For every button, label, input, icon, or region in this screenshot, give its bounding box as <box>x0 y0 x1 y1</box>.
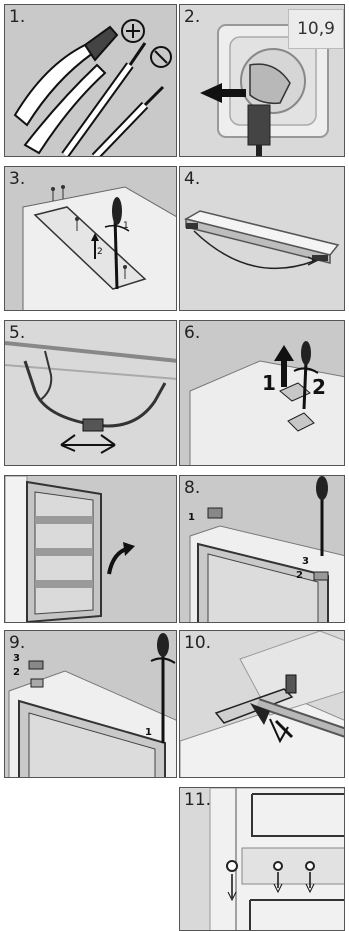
step-5-panel: 5. <box>4 320 177 466</box>
callout-2: 2 <box>296 570 303 581</box>
unplug-illustration <box>200 24 329 156</box>
step-number: 1. <box>9 7 26 27</box>
callout-1: 1 <box>262 371 276 395</box>
top-cover-illustration <box>22 185 176 310</box>
door-top-hinge-illustration <box>189 476 344 622</box>
step-10-panel: 10. <box>179 630 345 778</box>
tools-illustration <box>13 25 165 156</box>
step-number: 6. <box>184 323 201 343</box>
step-1-panel: 1. <box>4 4 177 157</box>
step-6-panel: 6. 1 2 <box>179 320 345 466</box>
callout-1: 1 <box>188 512 195 523</box>
callout-1: 1 <box>123 221 129 231</box>
hinge-removal-illustration <box>189 341 344 465</box>
step-8-panel: 8. 1 3 2 <box>179 475 345 623</box>
flat-screwdriver-icon <box>150 46 172 68</box>
step-number: 8. <box>184 478 201 498</box>
step-number: 4. <box>184 169 201 189</box>
callout-3: 3 <box>302 556 309 567</box>
cover-underside-illustration <box>184 210 340 270</box>
step-number: 3. <box>9 169 26 189</box>
hinge-reinstall-illustration <box>8 633 176 777</box>
callout-2: 2 <box>312 375 326 399</box>
step-3-panel: 3. 1 2 <box>4 166 177 311</box>
callout-1: 1 <box>145 727 152 738</box>
step-number: 5. <box>9 323 26 343</box>
step-4-panel: 4. <box>179 166 345 311</box>
door-open-illustration <box>5 476 135 622</box>
callout-2: 2 <box>13 667 20 678</box>
bottom-hinge-illustration <box>180 631 344 777</box>
step-number: 10. <box>184 633 212 653</box>
step-9-panel: 9. 3 2 1 <box>4 630 177 778</box>
callout-2: 2 <box>97 247 103 257</box>
wiring-illustration <box>5 341 176 454</box>
callout-3: 3 <box>13 653 20 664</box>
page-number: 10,9 <box>288 9 344 49</box>
bottom-holes-illustration <box>209 788 344 930</box>
step-number: 9. <box>9 633 26 653</box>
step-number: 2. <box>184 7 201 27</box>
plus-screwdriver-icon <box>121 19 145 43</box>
step-2-panel: 2. 10,9 <box>179 4 345 157</box>
step-number: 11. <box>184 790 212 810</box>
step-7-panel: 7. <box>4 475 177 623</box>
step-11-panel: 11. <box>179 787 345 931</box>
